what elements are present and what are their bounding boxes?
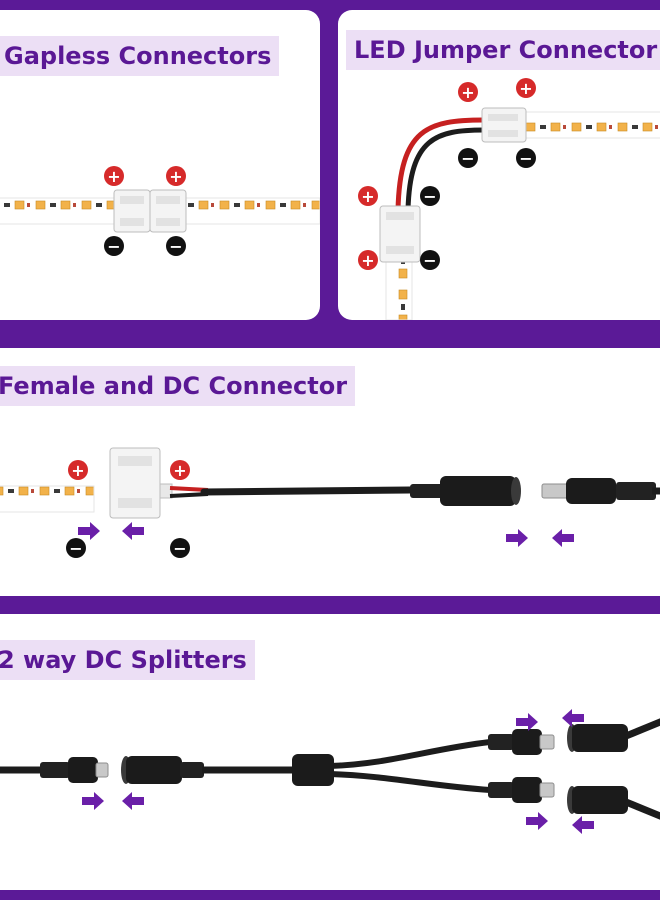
gapless-connectors-panel: Gapless Connectors + xyxy=(0,10,320,320)
minus-icon: − xyxy=(170,538,190,558)
led-strip xyxy=(0,485,95,513)
svg-text:−: − xyxy=(423,251,436,270)
female-dc-connector-panel: Female and DC Connector xyxy=(0,348,660,596)
svg-text:−: − xyxy=(69,539,82,558)
led-jumper-connector-title: LED Jumper Connector xyxy=(346,30,660,70)
plus-icon: + xyxy=(170,460,190,480)
cable xyxy=(169,486,414,498)
svg-text:−: − xyxy=(173,539,186,558)
minus-icon: − xyxy=(420,250,440,270)
jumper-connector-top xyxy=(481,107,527,143)
male-dc-plug xyxy=(541,478,660,504)
arrow-right-icon xyxy=(526,812,548,830)
svg-text:−: − xyxy=(107,237,120,256)
female-dc-plug-upper xyxy=(567,718,660,752)
minus-icon: − xyxy=(66,538,86,558)
led-jumper-connector-panel: LED Jumper Connector xyxy=(338,10,660,320)
arrow-left-icon xyxy=(122,522,144,540)
led-strip-horizontal xyxy=(515,111,660,139)
arrow-left-icon xyxy=(552,529,574,547)
minus-icon: − xyxy=(516,148,536,168)
jumper-connector-bottom xyxy=(379,205,421,263)
svg-text:−: − xyxy=(461,149,474,168)
arrow-right-icon xyxy=(82,792,104,810)
svg-text:+: + xyxy=(107,167,120,186)
female-dc-plug xyxy=(121,756,204,784)
dc-splitter-illustration xyxy=(0,709,660,834)
arrow-left-icon xyxy=(572,816,594,834)
led-jumper-illustration: + + − − + − + − xyxy=(358,78,660,320)
strip-connector-clip xyxy=(109,447,173,519)
plus-icon: + xyxy=(516,78,536,98)
jumper-wires xyxy=(395,117,485,211)
dc-splitter-title: 2 way DC Splitters xyxy=(0,640,255,680)
plus-icon: + xyxy=(166,166,186,186)
svg-text:+: + xyxy=(71,461,84,480)
svg-text:−: − xyxy=(519,149,532,168)
female-dc-plug xyxy=(410,476,521,506)
arrow-right-icon xyxy=(78,522,100,540)
minus-icon: − xyxy=(420,186,440,206)
female-dc-illustration: + + − − xyxy=(0,447,660,558)
svg-text:−: − xyxy=(169,237,182,256)
plus-icon: + xyxy=(358,250,378,270)
svg-text:+: + xyxy=(173,461,186,480)
gapless-connector xyxy=(113,189,187,233)
plus-icon: + xyxy=(104,166,124,186)
svg-text:+: + xyxy=(461,83,474,102)
minus-icon: − xyxy=(104,236,124,256)
splitter-cable xyxy=(202,739,491,793)
plus-icon: + xyxy=(68,460,88,480)
led-strip-right xyxy=(183,197,320,225)
male-dc-plug xyxy=(40,757,109,783)
arrow-left-icon xyxy=(562,709,584,727)
female-dc-connector-title: Female and DC Connector xyxy=(0,366,356,406)
svg-text:+: + xyxy=(361,187,374,206)
minus-icon: − xyxy=(458,148,478,168)
minus-icon: − xyxy=(166,236,186,256)
male-dc-plug-lower xyxy=(488,777,555,803)
gapless-connector-illustration: + + − − xyxy=(0,166,320,256)
arrow-right-icon xyxy=(506,529,528,547)
svg-text:+: + xyxy=(169,167,182,186)
gapless-connectors-title: Gapless Connectors xyxy=(0,36,280,76)
plus-icon: + xyxy=(458,82,478,102)
led-strip-vertical xyxy=(385,257,413,320)
arrow-right-icon xyxy=(516,713,538,731)
svg-text:−: − xyxy=(423,187,436,206)
plus-icon: + xyxy=(358,186,378,206)
arrow-left-icon xyxy=(122,792,144,810)
svg-text:+: + xyxy=(519,79,532,98)
female-dc-plug-lower xyxy=(567,786,660,820)
led-strip-left xyxy=(0,197,119,225)
dc-splitter-panel: 2 way DC Splitters xyxy=(0,614,660,890)
svg-text:+: + xyxy=(361,251,374,270)
splitter-junction xyxy=(292,754,334,786)
male-dc-plug-upper xyxy=(488,729,555,755)
